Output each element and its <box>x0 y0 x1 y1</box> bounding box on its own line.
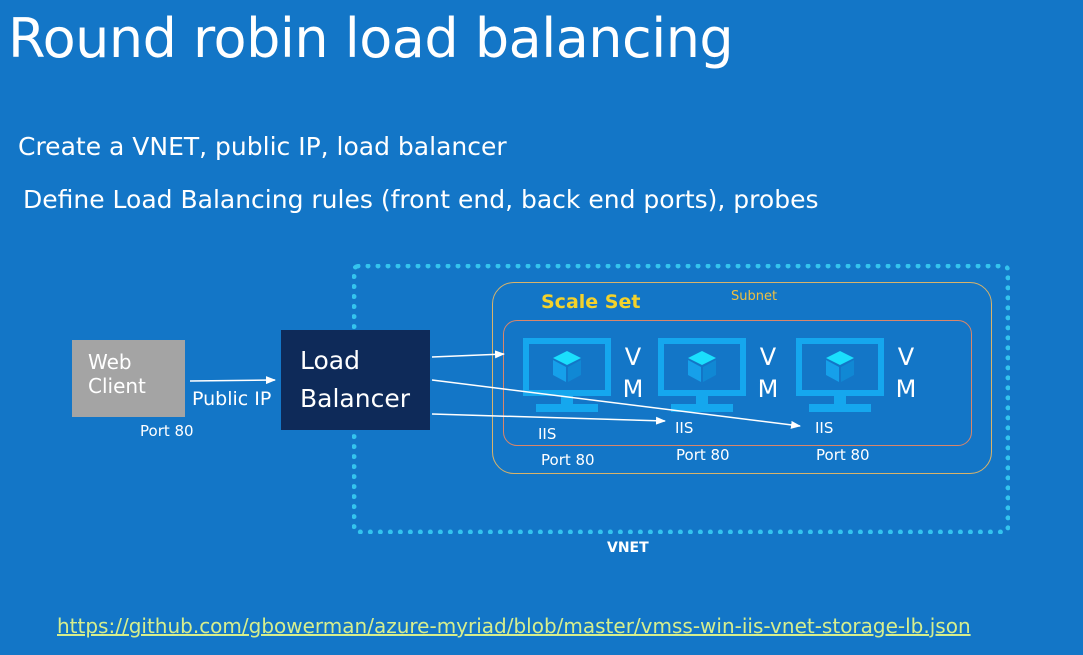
github-template-link[interactable]: https://github.com/gbowerman/azure-myria… <box>57 614 971 638</box>
arrow-lb-to-vm3 <box>431 379 801 429</box>
load-balancer-label-line1: Load <box>300 346 360 375</box>
load-balancer-box: Load Balancer <box>281 330 430 430</box>
vnet-label: VNET <box>607 540 649 556</box>
scale-set-label: Scale Set <box>541 291 641 313</box>
vm-letter: M <box>895 375 917 403</box>
vm-node <box>522 337 614 419</box>
arrow-lb-to-vm1 <box>431 350 505 359</box>
vm-port-label: Port 80 <box>541 451 595 469</box>
vm-letter: V <box>624 343 642 371</box>
arrow-client-to-lb <box>189 376 276 385</box>
monitor-icon <box>523 338 611 412</box>
vm-node <box>795 337 887 419</box>
web-client-label-line2: Client <box>88 374 146 398</box>
monitor-icon <box>796 338 884 412</box>
subnet-label: Subnet <box>731 289 778 304</box>
client-port-label: Port 80 <box>140 422 194 440</box>
vm-letter: M <box>622 375 644 403</box>
vm-service-label: IIS <box>675 419 694 437</box>
subnet-boundary <box>492 282 992 474</box>
scale-set-boundary <box>503 320 972 446</box>
vm-node <box>657 337 749 419</box>
public-ip-label: Public IP <box>192 388 272 410</box>
load-balancer-label-line2: Balancer <box>300 384 410 413</box>
vm-port-label: Port 80 <box>676 446 730 464</box>
arrow-lb-to-vm2 <box>431 413 666 425</box>
vm-letter: V <box>759 343 777 371</box>
monitor-icon <box>658 338 746 412</box>
vm-service-label: IIS <box>538 425 557 443</box>
slide-title: Round robin load balancing <box>8 7 734 70</box>
vm-letter: M <box>757 375 779 403</box>
cube-icon <box>826 351 854 382</box>
web-client-label-line1: Web <box>88 350 132 374</box>
vm-letter: V <box>897 343 915 371</box>
web-client-box: Web Client <box>72 340 185 417</box>
vm-service-label: IIS <box>815 419 834 437</box>
vm-port-label: Port 80 <box>816 446 870 464</box>
bullet-define-rules: Define Load Balancing rules (front end, … <box>23 185 819 214</box>
bullet-create-vnet: Create a VNET, public IP, load balancer <box>18 132 507 161</box>
cube-icon <box>553 351 581 382</box>
cube-icon <box>688 351 716 382</box>
